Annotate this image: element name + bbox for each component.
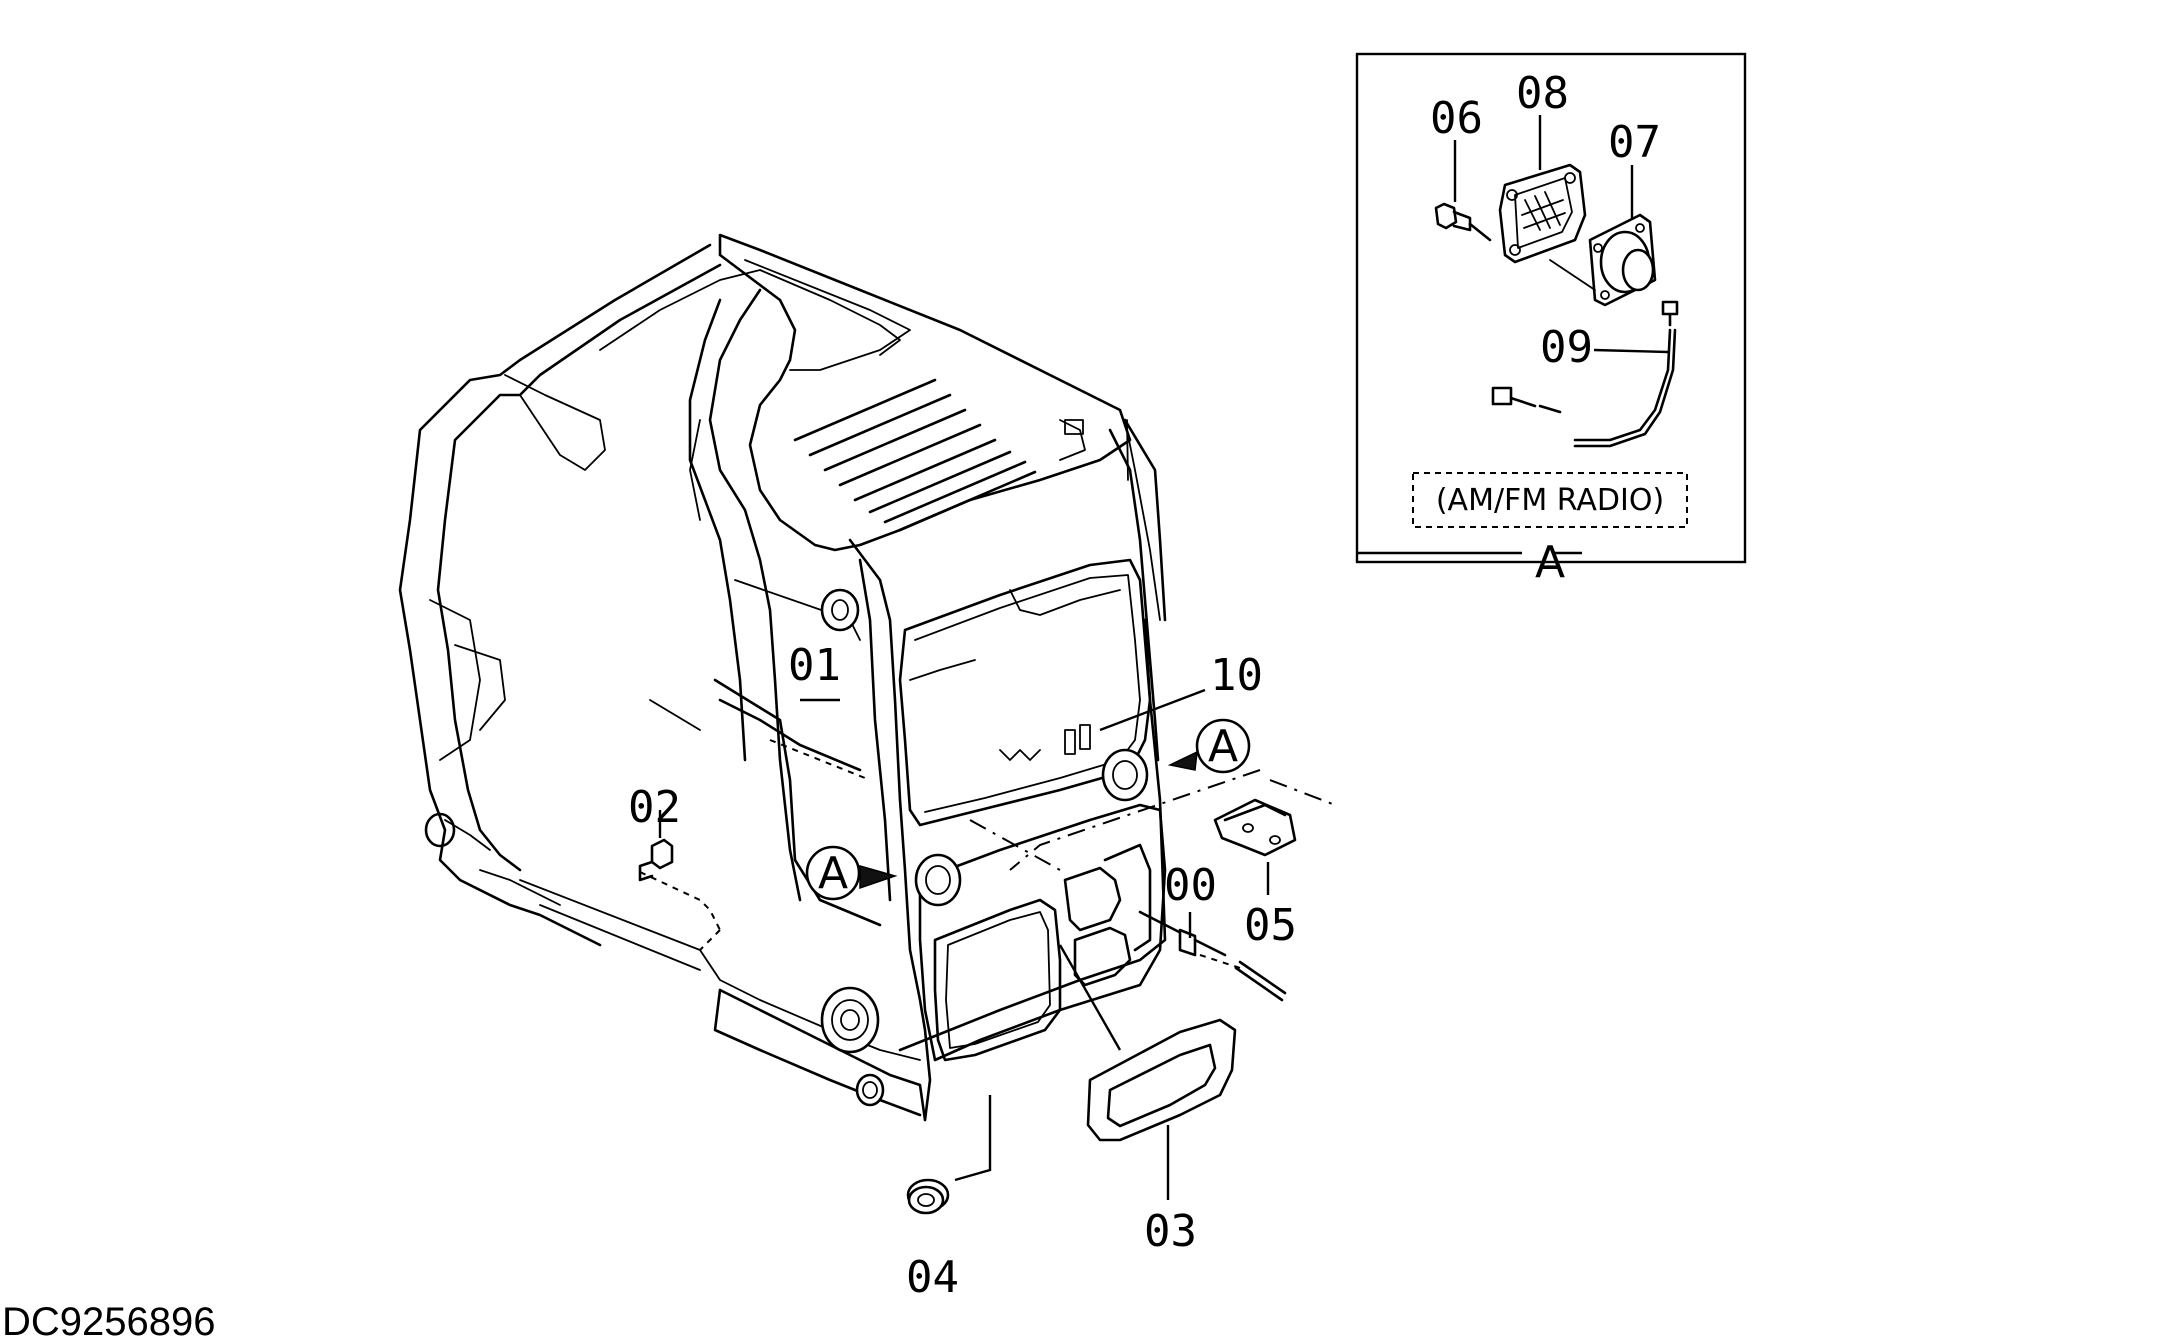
rear-lamp xyxy=(820,986,880,1054)
callout-08: 08 xyxy=(1516,68,1569,119)
view-marker-label: A xyxy=(818,848,848,899)
callout-05: 05 xyxy=(1244,900,1297,951)
callout-07: 07 xyxy=(1608,117,1661,168)
view-marker-a-left: A xyxy=(805,845,898,901)
pin-part-00 xyxy=(1138,910,1287,1002)
bracket-part-05 xyxy=(1213,798,1297,857)
detail-view-a: (AM/FM RADIO) 06 08 07 09 A xyxy=(1355,52,1747,588)
cab-left-frame-inner xyxy=(436,263,722,872)
screw-part-06 xyxy=(1434,202,1492,242)
callout-00: 00 xyxy=(1164,860,1217,911)
speaker-cover-right xyxy=(1101,748,1149,802)
roof-vents xyxy=(793,378,1037,532)
cab-front-post xyxy=(708,288,802,902)
callout-02: 02 xyxy=(628,782,681,833)
cab-illustration xyxy=(398,233,1336,1122)
cab-rear-panel xyxy=(848,538,932,1122)
plug-hole xyxy=(855,1073,885,1107)
rear-lower-panel xyxy=(918,803,1167,1062)
speaker-part-07 xyxy=(1588,213,1657,307)
wire-harness-part-09 xyxy=(1491,300,1679,448)
cab-left-frame xyxy=(398,243,712,947)
gasket-part-03 xyxy=(1086,1018,1237,1142)
speaker-grille-part-08 xyxy=(1498,163,1587,264)
radio-note-text: (AM/FM RADIO) xyxy=(1436,483,1664,518)
view-marker-label: A xyxy=(1208,721,1238,772)
rear-duct-opening xyxy=(933,898,1062,1062)
callout-06: 06 xyxy=(1430,93,1483,144)
view-marker-a-right: A xyxy=(1167,718,1251,774)
speaker-cover-left xyxy=(914,853,962,907)
callout-04: 04 xyxy=(906,1252,959,1303)
plug-part-04 xyxy=(906,1178,950,1215)
callout-03: 03 xyxy=(1144,1206,1197,1257)
cab-roof xyxy=(718,233,1132,552)
bolt-part-02 xyxy=(638,838,721,951)
callout-10: 10 xyxy=(1210,650,1263,701)
document-id: DC9256896 xyxy=(2,1300,216,1344)
cab-bottom xyxy=(718,988,927,1122)
radio-note-box xyxy=(1412,472,1688,528)
antenna xyxy=(1124,419,1161,621)
detail-view-label: A xyxy=(1535,537,1565,588)
callout-09: 09 xyxy=(1540,322,1593,373)
leader-lines xyxy=(658,688,1270,1200)
detail-view-frame xyxy=(1355,52,1747,564)
callout-01: 01 xyxy=(788,640,841,691)
part-callouts: 01 10 02 00 05 03 04 xyxy=(628,640,1297,1303)
